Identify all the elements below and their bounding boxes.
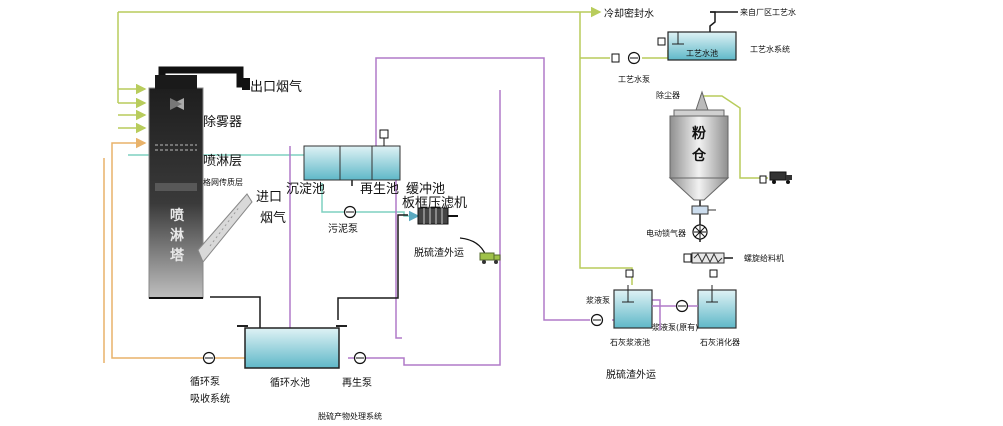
- cooling-water-label: 冷却密封水: [604, 7, 654, 20]
- tower-label-2: 淋: [170, 227, 184, 244]
- rotary-valve: [692, 224, 708, 240]
- silo-label-1: 粉: [692, 125, 706, 142]
- truck-icon: [479, 252, 501, 264]
- plant-water-label: 来自厂区工艺水: [740, 7, 796, 17]
- inlet-label-2: 烟气: [260, 210, 286, 226]
- slurry-pump-old-label: 浆液泵(原有): [652, 322, 698, 332]
- demister-label: 除雾器: [203, 115, 242, 130]
- settling-tank-group: [303, 129, 401, 181]
- dust-collector-label: 除尘器: [656, 90, 680, 100]
- silo-label-2: 仓: [691, 147, 707, 164]
- regen-pool-label: 再生池: [360, 182, 399, 197]
- slurry-pump: [590, 313, 604, 327]
- lime-slaker: [697, 269, 737, 329]
- truck-icon-2: [759, 171, 792, 184]
- process-water-pump: [611, 51, 641, 65]
- regen-pump: [353, 351, 367, 365]
- circ-pump-label: 循环泵: [190, 375, 220, 388]
- process-sys-label: 工艺水系统: [750, 44, 790, 54]
- absorb-sys-label: 吸收系统: [190, 392, 230, 405]
- inlet-duct: [197, 193, 253, 263]
- filter-press: [417, 207, 487, 257]
- process-pump-label: 工艺水泵: [618, 74, 650, 84]
- spray-layer-label: 喷淋层: [203, 154, 242, 169]
- slurry-lines: [289, 57, 661, 366]
- buffer-label: 缓冲池: [406, 182, 445, 197]
- sludge-pump-label: 污泥泵: [328, 222, 358, 235]
- tower-label-1: 喷: [170, 207, 184, 224]
- desulf-out-label-2: 脱硫渣外运: [606, 368, 656, 381]
- sludge-pump: [343, 205, 357, 219]
- circulation-lines: [103, 137, 245, 363]
- spray-tower: 喷 淋 塔: [148, 66, 253, 299]
- lime-silo: [668, 90, 730, 215]
- inlet-label-1: 进口: [256, 190, 282, 205]
- process-tank-label: 工艺水池: [686, 48, 718, 58]
- slaker-label: 石灰消化器: [700, 337, 740, 347]
- regen-pump-label: 再生泵: [342, 376, 372, 389]
- slurry-pump-old: [652, 299, 698, 313]
- lime-tank-label: 石灰浆液池: [610, 337, 650, 347]
- grid-layer-label: 格网传质层: [203, 177, 243, 187]
- process-water-tank: [657, 31, 737, 61]
- desulf-out-label-1: 脱硫渣外运: [414, 246, 464, 259]
- lime-slurry-tank: [613, 269, 653, 329]
- settling-label: 沉淀池: [286, 182, 325, 197]
- tower-label-3: 塔: [170, 247, 185, 264]
- black-lines: [210, 11, 738, 328]
- screw-feeder: [683, 252, 725, 264]
- circ-pool-label: 循环水池: [270, 376, 310, 389]
- rotary-valve-label: 电动锁气器: [646, 228, 686, 238]
- filter-press-label: 板框压滤机: [402, 196, 467, 211]
- circulation-pool: [237, 325, 347, 369]
- bottom-title: 脱硫产物处理系统: [318, 411, 382, 421]
- outlet-flue-label: 出口烟气: [250, 79, 302, 95]
- screw-feeder-label: 螺旋给料机: [744, 253, 784, 263]
- slurry-pump-label: 浆液泵: [586, 295, 610, 305]
- circulation-pump: [202, 351, 216, 365]
